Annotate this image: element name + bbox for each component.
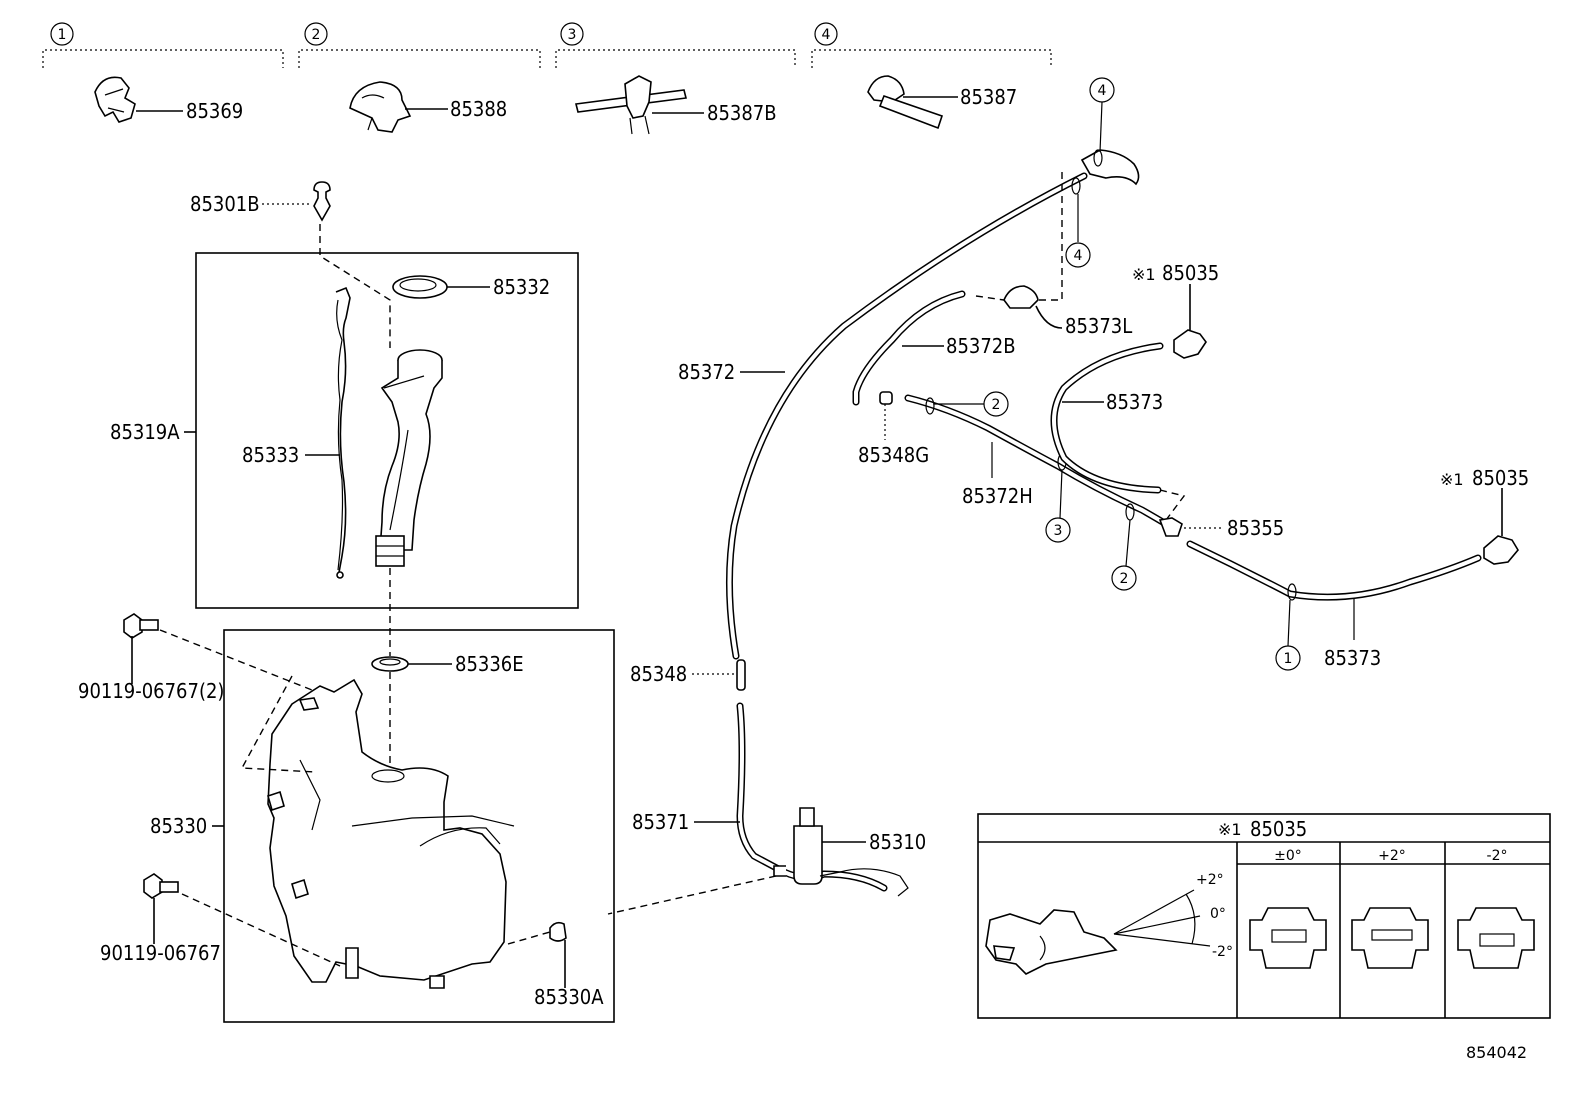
clip-group-1: 1 85369	[42, 22, 284, 123]
angle-plus2: +2°	[1196, 872, 1224, 888]
part-number-85348G: 85348G	[858, 443, 929, 467]
group-bracket	[555, 49, 796, 68]
inset-col-minus2: -2°	[1487, 848, 1508, 864]
inlet-assembly-box	[195, 252, 579, 609]
part-number-85332: 85332	[493, 275, 550, 299]
assembly-dashed-line	[319, 224, 391, 348]
part-number-85387: 85387	[960, 85, 1017, 109]
hose-85373-upper: 85373	[1050, 342, 1186, 521]
clip-85387-strap	[878, 94, 944, 130]
part-number-85333: 85333	[242, 443, 299, 467]
part-number-85310: 85310	[869, 830, 926, 854]
group-bracket	[42, 49, 284, 68]
clip-85369-drawing	[94, 76, 136, 123]
hose-85373-lower: 85373	[1186, 540, 1482, 670]
clip-85387-body	[867, 75, 905, 103]
callout-circle	[304, 22, 328, 46]
part-number-85035-lower: 85035	[1472, 466, 1529, 490]
callout-circle	[50, 22, 74, 46]
inset-mark: ※1	[1218, 820, 1242, 839]
inset-col-plus2: +2°	[1378, 848, 1406, 864]
angle-minus2: -2°	[1212, 944, 1233, 960]
nozzle-view-0	[1249, 907, 1327, 969]
callout-3: 3	[1045, 453, 1071, 543]
callout-circle	[560, 22, 584, 46]
hose-85371: 85371	[632, 702, 888, 892]
grommet-85336E: 85336E	[371, 652, 524, 676]
clip-group-number: 2	[312, 27, 321, 43]
pump-85310: 85310	[773, 807, 926, 897]
part-number-85387B: 85387B	[707, 101, 777, 125]
dipstick-85333: 85333	[242, 286, 351, 579]
part-number-85372H: 85372H	[962, 484, 1033, 508]
mark-asterisk: ※1	[1440, 470, 1464, 489]
part-number-85373L: 85373L	[1065, 314, 1132, 338]
part-number-85373-upper: 85373	[1106, 390, 1163, 414]
part-number-85330: 85330	[150, 814, 207, 838]
inset-title: 85035	[1250, 817, 1307, 841]
filler-neck	[375, 349, 443, 567]
nozzle-85035-lower: ※1 85035	[1440, 466, 1529, 565]
part-number-85319A: 85319A	[110, 420, 180, 444]
joint-85348: 85348	[630, 659, 746, 691]
joint-85355: 85355	[1158, 516, 1284, 540]
svg-text:4: 4	[1098, 83, 1107, 99]
hose-85372B: 85372B	[852, 290, 1016, 406]
clip-group-number: 4	[822, 27, 831, 43]
clip-85373L: 85373L	[975, 285, 1132, 338]
clip-group-4: 4 85387	[811, 22, 1052, 130]
clip-85301B: 85301B	[190, 181, 391, 348]
callout-4b: 4	[1065, 177, 1091, 268]
cap-85332: 85332	[392, 275, 550, 299]
part-number-90119-06767: 90119-06767	[100, 941, 221, 965]
part-number-85035-upper: 85035	[1162, 261, 1219, 285]
group-bracket	[811, 49, 1052, 68]
bolt-upper: 90119-06767(2)	[78, 613, 313, 703]
part-number-85348: 85348	[630, 662, 687, 686]
clip-group-number: 3	[568, 27, 577, 43]
part-number-85330A: 85330A	[534, 985, 604, 1009]
clip-85388-drawing	[349, 81, 412, 133]
part-number-90119-06767-2: 90119-06767(2)	[78, 679, 224, 703]
figure-id: 854042	[1466, 1043, 1527, 1062]
svg-text:2: 2	[1120, 571, 1129, 587]
callout-circle	[814, 22, 838, 46]
grommet-85330A: 85330A	[507, 921, 604, 1009]
hose-85372: 85372	[678, 149, 1140, 660]
svg-text:1: 1	[1284, 651, 1293, 667]
part-number-85372: 85372	[678, 360, 735, 384]
part-number-85369: 85369	[186, 99, 243, 123]
callout-1: 1	[1275, 583, 1301, 671]
nozzle-85035-upper: ※1 85035	[1132, 261, 1219, 359]
svg-text:4: 4	[1074, 248, 1083, 264]
part-number-85372B: 85372B	[946, 334, 1016, 358]
callout-4a: 4	[1089, 77, 1115, 167]
nozzle-view-minus2	[1457, 907, 1535, 969]
clip-group-3: 3 85387B	[555, 22, 796, 135]
group-bracket	[298, 49, 541, 68]
bolt-lower: 90119-06767	[100, 873, 341, 967]
washer-tank-85330	[267, 678, 515, 989]
part-number-85373-lower: 85373	[1324, 646, 1381, 670]
joint-85348G: 85348G	[858, 391, 929, 467]
leader-line	[1035, 305, 1063, 329]
svg-text:3: 3	[1054, 523, 1063, 539]
clip-group-2: 2 85388	[298, 22, 541, 133]
angle-zero: 0°	[1210, 906, 1226, 922]
callout-2a: 2	[925, 391, 1009, 417]
callout-2b: 2	[1111, 503, 1137, 591]
inset-col-0: ±0°	[1274, 848, 1302, 864]
svg-text:2: 2	[992, 397, 1001, 413]
clip-group-number: 1	[58, 27, 67, 43]
part-number-85355: 85355	[1227, 516, 1284, 540]
part-number-85336E: 85336E	[455, 652, 524, 676]
mark-asterisk: ※1	[1132, 265, 1156, 284]
part-number-85301B: 85301B	[190, 192, 260, 216]
nozzle-view-plus2	[1351, 907, 1429, 969]
part-number-85371: 85371	[632, 810, 689, 834]
clip-85387B-body	[624, 75, 652, 119]
part-number-85388: 85388	[450, 97, 507, 121]
nozzle-angle-inset: ※1 85035 ±0° +2° -2° +2° 0° -2°	[977, 813, 1551, 1019]
